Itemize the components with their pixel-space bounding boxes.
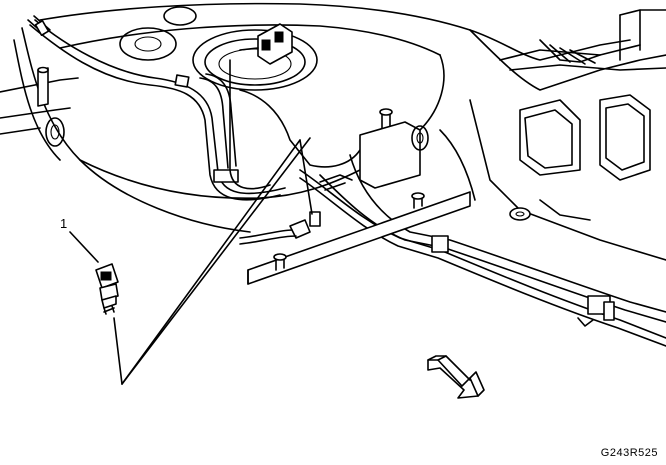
forward-direction-arrow <box>427 355 485 399</box>
crossmember <box>247 108 471 285</box>
vent-tube <box>27 15 51 107</box>
underbody-outline <box>0 2 631 233</box>
fuel-lines <box>29 19 666 347</box>
rear-body-panel <box>439 9 666 261</box>
leader-lines <box>69 137 313 385</box>
callout-number-label: 1 <box>60 216 68 231</box>
figure-code-label: G243R525 <box>600 447 658 459</box>
component-1-sensor <box>95 263 119 315</box>
sender-connector <box>239 23 293 65</box>
